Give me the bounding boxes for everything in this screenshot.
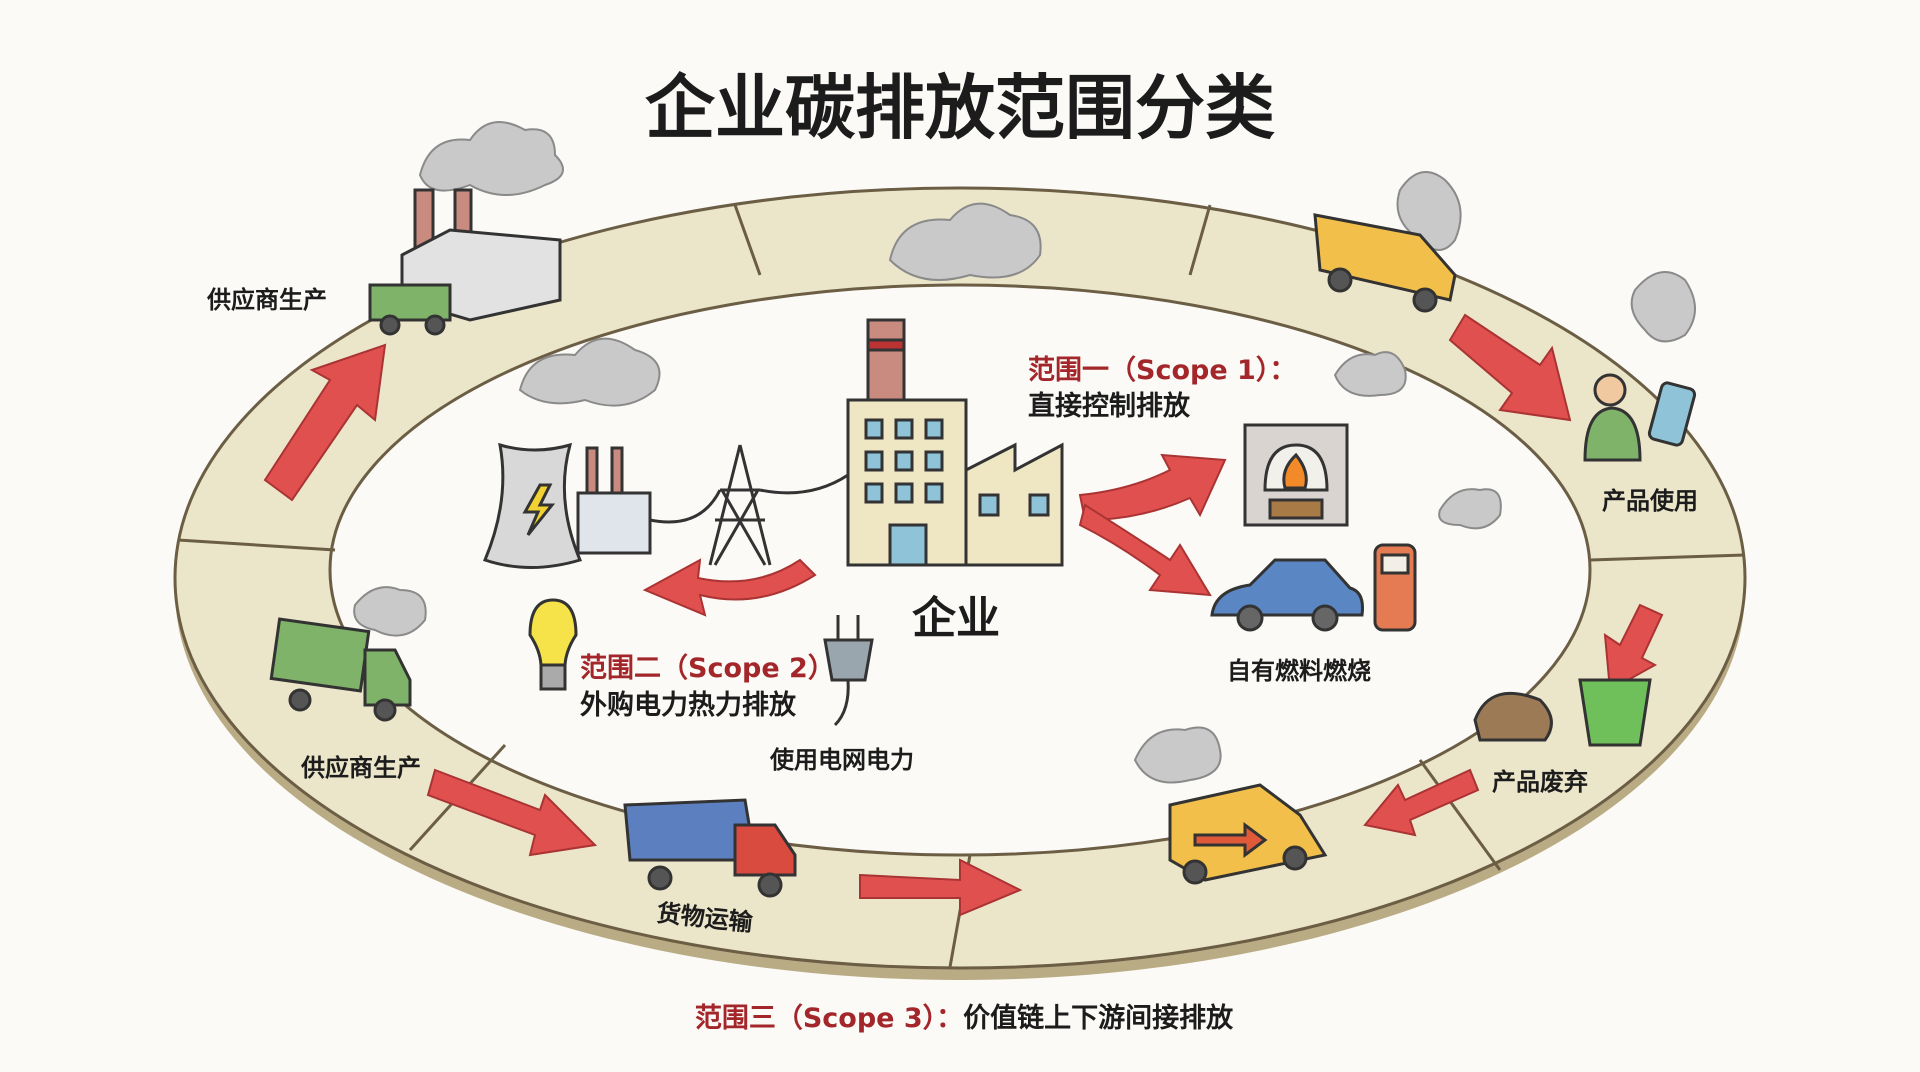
arrow-scope1-furnace [1078, 453, 1227, 522]
arrow-supplier-right [426, 768, 598, 857]
transmission-tower-icon [649, 444, 849, 566]
scope1-example: 自有燃料燃烧 [1227, 657, 1371, 685]
scope3-title: 范围三（Scope 3）： [694, 1003, 964, 1034]
scope-arrows [642, 453, 1227, 617]
scope1-title: 范围一（Scope 1）： [1028, 355, 1297, 386]
arrow-transport-right [859, 858, 1023, 917]
cargo-truck-icon [623, 798, 797, 898]
ring-label-product-use: 产品使用 [1602, 487, 1698, 515]
ring-label-supplier-top: 供应商生产 [207, 286, 327, 314]
waste-bin-icon [1473, 678, 1652, 747]
flow-arrows [263, 313, 1664, 917]
arrow-right-top [1448, 313, 1572, 422]
supplier-factory-icon [368, 188, 562, 336]
fuel-pump-icon [1373, 543, 1417, 632]
car-icon [1210, 558, 1364, 632]
page-title: 企业碳排放范围分类 [645, 67, 1275, 149]
ring-label-supplier-bottom: 供应商生产 [301, 754, 421, 782]
scope3-desc: 价值链上下游间接排放 [963, 1003, 1234, 1034]
delivery-van-icon [1313, 213, 1457, 313]
smoke-clouds [353, 121, 1696, 784]
arrow-scope2 [642, 558, 817, 617]
arrow-scope1-car [1078, 503, 1212, 597]
scope2-example: 使用电网电力 [770, 746, 914, 774]
product-user-icon [1583, 373, 1697, 462]
scope1-desc: 直接控制排放 [1028, 391, 1190, 422]
power-plant-icon [482, 442, 652, 569]
supplier-truck-icon [269, 617, 412, 722]
arrow-down-right [1603, 603, 1664, 692]
delivery-van-bottom-icon [1168, 783, 1328, 885]
plug-icon [823, 615, 874, 727]
arrow-waste-left [1363, 768, 1480, 837]
scope2-title: 范围二（Scope 2） [580, 653, 835, 684]
enterprise-building-icon [846, 318, 1064, 567]
arrow-up-left [263, 343, 387, 502]
furnace-icon [1243, 423, 1349, 527]
scope3-caption: 范围三（Scope 3）：价值链上下游间接排放 [695, 996, 1233, 1035]
light-bulb-icon [528, 598, 578, 691]
scope2-desc: 外购电力热力排放 [580, 690, 796, 721]
enterprise-label: 企业 [912, 593, 1000, 644]
ring-label-disposal: 产品废弃 [1492, 768, 1588, 796]
